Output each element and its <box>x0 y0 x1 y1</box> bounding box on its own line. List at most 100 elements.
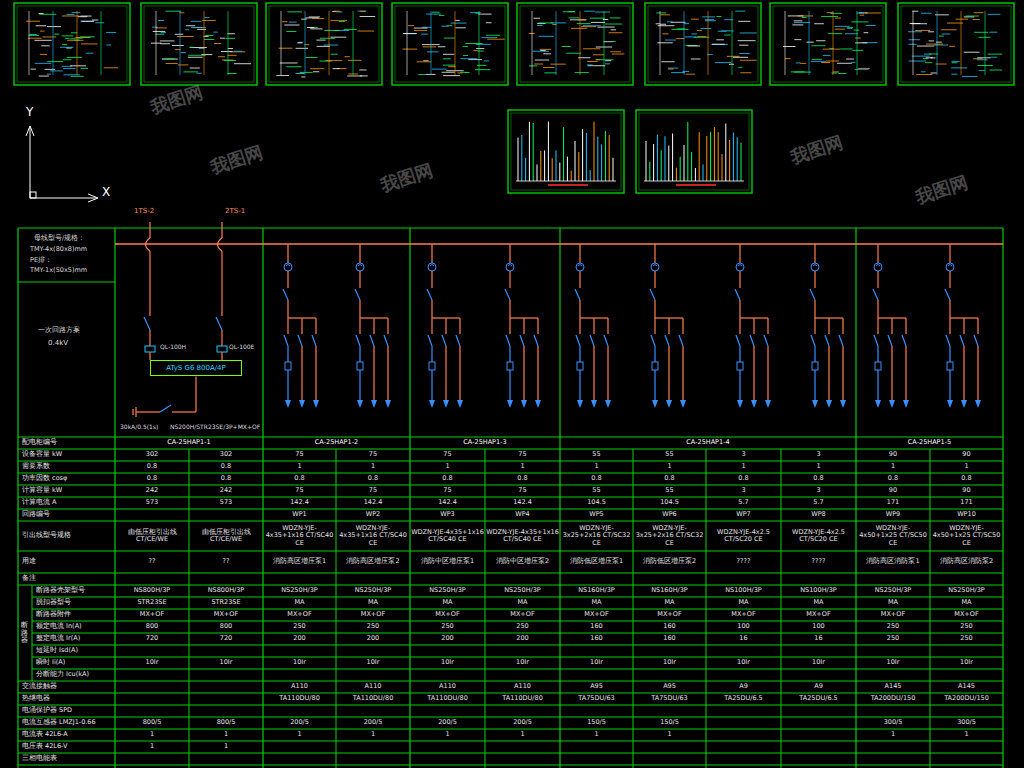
sheet-detail <box>463 55 468 56</box>
sheet-detail <box>740 72 751 73</box>
sheet-detail <box>63 74 79 75</box>
sheet-detail <box>205 35 213 36</box>
table-cell: 3 <box>707 485 780 497</box>
feeder-wire <box>431 300 432 318</box>
table-rule <box>18 573 1003 574</box>
feeder-wire <box>537 346 538 400</box>
table-cell: MX+OF <box>782 609 855 621</box>
sheet-frame <box>14 3 130 85</box>
feeder-wire <box>509 318 510 334</box>
sheet-detail <box>414 28 428 29</box>
table-cell: MX+OF <box>116 609 188 621</box>
sheet-detail <box>821 62 830 63</box>
table-cell: TA200DU/150 <box>857 693 929 705</box>
switch-blade <box>144 317 150 330</box>
table-rule <box>485 449 486 768</box>
sheet-detail <box>478 14 491 15</box>
sheet-detail <box>794 39 801 40</box>
feeder-wire <box>963 318 964 334</box>
feeder-wire <box>359 346 360 400</box>
sheet-detail <box>300 72 313 73</box>
table-cell: 160 <box>634 621 705 633</box>
sheet-detail <box>685 36 697 37</box>
sheet-detail <box>39 13 44 14</box>
table-cell: 250 <box>411 621 484 633</box>
frame-line <box>559 228 560 768</box>
sheet-detail <box>36 25 46 26</box>
sheet-detail <box>609 135 610 181</box>
sheet-detail <box>610 51 621 52</box>
incoming-feeder <box>149 330 150 346</box>
table-cell: 10Ir <box>561 657 632 669</box>
sheet-detail <box>792 24 803 25</box>
sheet-detail <box>534 64 543 65</box>
table-cell: MX+OF <box>337 609 409 621</box>
table-cell: WP4 <box>486 509 559 521</box>
outgoing-arrow <box>875 400 881 408</box>
sheet-detail <box>668 68 678 69</box>
feeder-wire <box>814 318 815 334</box>
sheet-detail <box>611 29 617 30</box>
feeder-wire <box>814 271 815 288</box>
sheet-detail <box>851 21 868 22</box>
table-cell: NS250H/3P <box>264 585 335 597</box>
sheet-detail <box>612 53 625 54</box>
outgoing-arrow <box>429 400 435 408</box>
sheet-detail <box>977 57 990 58</box>
sheet-detail <box>593 54 604 55</box>
sheet-detail <box>479 11 480 75</box>
outgoing-arrow <box>313 400 319 408</box>
table-cell: 150/5 <box>634 717 705 729</box>
meter-symbol <box>736 263 744 271</box>
relay-symbol <box>429 362 435 370</box>
feeder-wire <box>877 318 878 334</box>
sheet-detail <box>702 16 715 17</box>
sheet-detail <box>71 32 77 33</box>
table-cell: 250 <box>931 621 1002 633</box>
sheet-detail <box>597 137 598 181</box>
switch-blade <box>873 289 878 300</box>
table-cell: 10Ir <box>264 657 335 669</box>
sheet-detail <box>455 20 459 21</box>
row-heading: 引出线型号规格 <box>22 521 112 551</box>
sheet-detail <box>28 38 42 39</box>
table-cell: 0.8 <box>707 473 780 485</box>
table-cell: 1 <box>561 729 632 741</box>
table-rule <box>32 669 1003 670</box>
switch-blade <box>355 289 360 300</box>
sheet-detail <box>529 122 530 181</box>
device-label: NS200H/STR23SE/3P+MX+OF <box>170 424 260 431</box>
sheet-detail <box>71 76 84 77</box>
table-cell: 由低压柜引出线 CT/CE/WE <box>116 521 188 551</box>
meter-symbol <box>813 265 817 267</box>
sheet-detail <box>456 27 466 28</box>
contactor-blade <box>811 335 815 346</box>
table-cell: WP2 <box>337 509 409 521</box>
feeder-wire <box>668 346 669 400</box>
sheet-detail <box>529 65 537 66</box>
sheet-detail <box>833 71 839 72</box>
sheet-detail <box>556 11 557 75</box>
table-cell: 1 <box>190 741 262 753</box>
sheet-detail <box>286 66 301 67</box>
sheet-detail <box>714 127 715 181</box>
sheet-detail <box>518 138 519 181</box>
outgoing-arrow <box>357 400 363 408</box>
table-cell: 104.5 <box>561 497 632 509</box>
table-cell: WDZN-YJE-4x35+1x16 CT/SC40 CE <box>411 521 484 551</box>
sheet-detail <box>594 122 595 181</box>
sheet-detail <box>152 27 158 28</box>
watermark: 我图网 <box>208 142 265 178</box>
table-cell: 142.4 <box>337 497 409 509</box>
table-cell: 1 <box>337 461 409 473</box>
sheet-detail <box>913 11 914 75</box>
row-heading: 配电柜编号 <box>22 437 112 449</box>
sheet-detail <box>476 44 491 45</box>
table-cell: 消防低区增压泵2 <box>634 551 705 573</box>
sheet-frame <box>508 110 624 193</box>
wire-hop <box>218 238 223 251</box>
meter-symbol <box>508 265 512 267</box>
sheet-detail <box>228 55 237 56</box>
sheet-detail <box>926 44 943 45</box>
table-rule <box>706 449 707 768</box>
